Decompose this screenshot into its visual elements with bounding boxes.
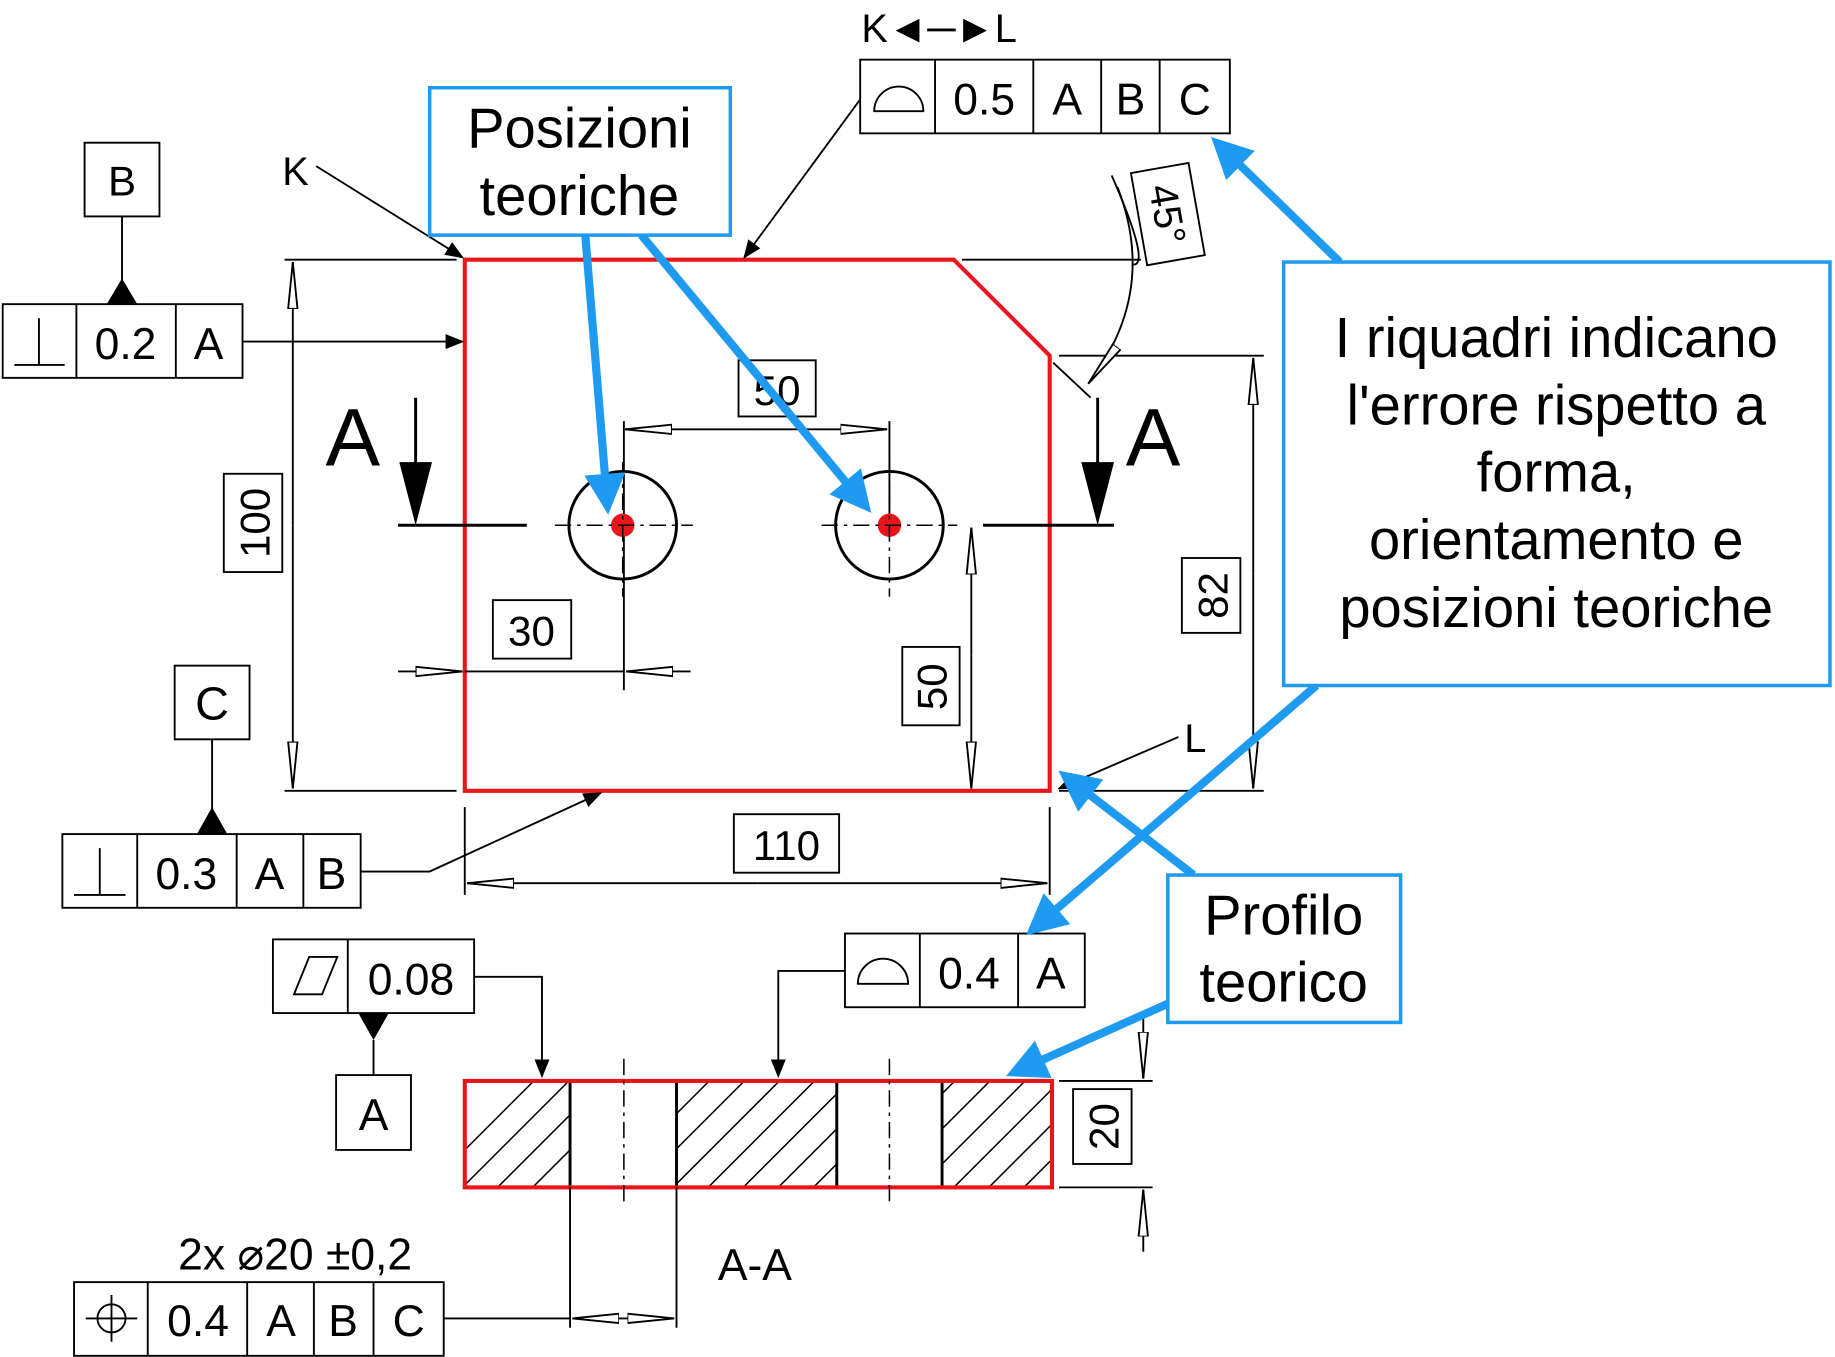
perpendicularity-icon: [74, 848, 126, 896]
callout-arrows: [581, 137, 1343, 1079]
svg-text:Profilo: Profilo: [1204, 884, 1363, 947]
svg-text:orientamento e: orientamento e: [1369, 508, 1744, 571]
label-k: K: [282, 150, 309, 194]
flatness-icon: [292, 955, 339, 996]
hole-size-note: 2x ⌀20 ±0,2: [178, 1230, 412, 1279]
dim-50-vertical: 50: [901, 528, 971, 789]
svg-text:B: B: [328, 1297, 358, 1346]
datum-c: C: [173, 664, 251, 835]
dim-82-label: 82: [1190, 572, 1237, 619]
svg-text:posizioni teoriche: posizioni teoriche: [1339, 576, 1773, 639]
datum-a: A: [335, 1074, 412, 1151]
dim-110-label: 110: [753, 822, 820, 869]
callout-theoretical-profile: Profilo teorico: [1166, 873, 1403, 1025]
perpendicularity-icon: [14, 318, 65, 366]
section-mark-right: A: [983, 393, 1181, 527]
dim-100: 100: [222, 262, 293, 788]
svg-text:0.4: 0.4: [167, 1297, 229, 1346]
svg-text:teoriche: teoriche: [480, 164, 680, 227]
svg-text:A: A: [266, 1297, 296, 1346]
svg-text:B: B: [317, 850, 347, 899]
datum-b: B: [83, 141, 161, 305]
fcf-profile-surface: 0.5 A B C: [743, 58, 1231, 259]
svg-text:0.08: 0.08: [368, 955, 455, 1004]
fcf-perpendicularity-c: 0.3 A B: [61, 792, 603, 909]
dim-45: 45°: [1052, 161, 1206, 399]
dim-45-label: 45°: [1140, 181, 1194, 248]
svg-text:0.4: 0.4: [938, 950, 1000, 999]
label-l: L: [1184, 717, 1206, 761]
section-label-right: A: [1126, 393, 1181, 484]
dim-110: 110: [467, 813, 1047, 883]
fcf-flatness: 0.08: [271, 938, 550, 1079]
svg-text:I riquadri indicano: I riquadri indicano: [1335, 306, 1778, 369]
position-icon: [85, 1294, 138, 1342]
label-k-to-l: K◄─►L: [861, 7, 1017, 51]
svg-text:0.3: 0.3: [155, 850, 217, 899]
dim-82: 82: [1180, 358, 1253, 788]
profile-line-icon: [856, 957, 910, 985]
svg-text:0.2: 0.2: [95, 320, 157, 369]
svg-text:forma,: forma,: [1477, 440, 1636, 503]
svg-text:A: A: [359, 1091, 389, 1140]
callout-explanation: I riquadri indicano l'errore rispetto a …: [1281, 260, 1832, 688]
part-outline: [462, 257, 1052, 793]
svg-text:C: C: [393, 1297, 425, 1346]
svg-text:B: B: [1116, 76, 1146, 125]
svg-text:B: B: [108, 157, 136, 204]
dim-20-label: 20: [1081, 1103, 1128, 1150]
extension-lines: [284, 258, 1264, 895]
section-label-left: A: [326, 393, 381, 484]
fcf-perpendicularity-b: 0.2 A: [1, 303, 465, 379]
section-mark-left: A: [326, 393, 527, 527]
fcf-position: 0.4 A B C: [73, 1281, 571, 1357]
svg-text:C: C: [1179, 76, 1211, 125]
svg-text:l'errore rispetto a: l'errore rispetto a: [1346, 374, 1766, 437]
svg-text:A: A: [1052, 76, 1082, 125]
fcf-profile-line: 0.4 A: [770, 932, 1086, 1079]
svg-text:A: A: [1036, 950, 1066, 999]
profile-surface-icon: [873, 85, 925, 113]
dim-100-label: 100: [231, 488, 278, 558]
section-title: A-A: [718, 1241, 792, 1290]
center-lines: [554, 462, 958, 597]
svg-text:0.5: 0.5: [953, 76, 1015, 125]
dim-30: 30: [398, 599, 691, 671]
svg-text:C: C: [195, 677, 229, 729]
svg-text:Posizioni: Posizioni: [467, 96, 692, 159]
leader-k: [315, 165, 465, 259]
dim-50v-label: 50: [909, 663, 956, 710]
svg-text:teorico: teorico: [1199, 950, 1368, 1013]
svg-text:A: A: [255, 850, 285, 899]
callout-theoretical-positions: Posizioni teoriche: [427, 85, 733, 237]
svg-text:A: A: [194, 320, 224, 369]
section-view: 20 A-A: [462, 1017, 1153, 1328]
dim-30-label: 30: [508, 608, 555, 655]
